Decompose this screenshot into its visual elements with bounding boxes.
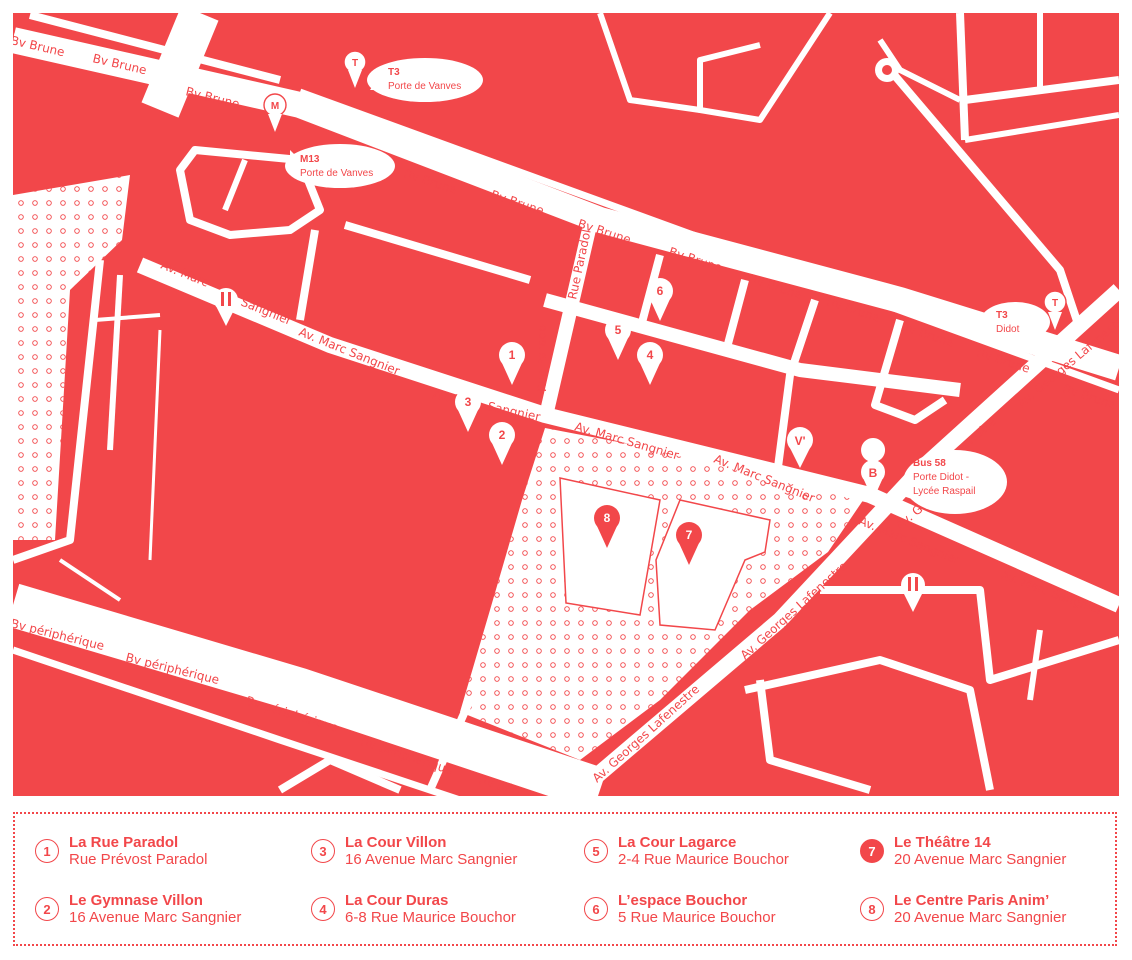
legend-number: 1 (35, 839, 59, 863)
svg-text:M: M (271, 101, 279, 112)
legend-number: 7 (860, 839, 884, 863)
svg-text:T3: T3 (388, 67, 400, 78)
legend-address: Rue Prévost Paradol (69, 851, 208, 868)
svg-text:T: T (1052, 298, 1058, 309)
location-pin-4[interactable]: 4 (637, 342, 663, 385)
svg-text:Porte de Vanves: Porte de Vanves (300, 168, 373, 179)
legend-number: 6 (584, 897, 608, 921)
legend-number: 5 (584, 839, 608, 863)
location-pin-number: 8 (604, 511, 611, 525)
svg-text:Didot: Didot (996, 324, 1020, 335)
roads (13, 13, 1119, 796)
location-pin-3[interactable]: 3 (455, 389, 481, 432)
location-pin-number: 2 (499, 428, 506, 442)
legend-address: 5 Rue Maurice Bouchor (618, 909, 776, 926)
location-pin-number: 4 (647, 348, 654, 362)
svg-text:Porte Didot -: Porte Didot - (913, 472, 969, 483)
legend-item[interactable]: 8 Le Centre Paris Anim’20 Avenue Marc Sa… (860, 892, 1066, 926)
svg-text:T3: T3 (996, 310, 1008, 321)
location-pin-6[interactable]: 6 (647, 278, 673, 321)
legend-name: La Cour Duras (345, 892, 449, 909)
transit-t3-porte-de-vanves[interactable]: T T3 Porte de Vanves (343, 32, 483, 102)
legend-address: 16 Avenue Marc Sangnier (345, 851, 518, 868)
svg-text:Lycée Raspail: Lycée Raspail (913, 486, 975, 497)
legend-number: 2 (35, 897, 59, 921)
svg-text:M13: M13 (300, 154, 320, 165)
transit-bus-58[interactable]: B Bus 58 Porte Didot - Lycée Raspail (861, 438, 1007, 514)
transit-m13-porte-de-vanves[interactable]: M M13 Porte de Vanves (263, 93, 395, 188)
location-pin-number: 1 (509, 348, 516, 362)
location-pin-7[interactable]: 7 (676, 522, 702, 565)
legend-name: La Cour Lagarce (618, 834, 737, 851)
street-label-rue-paradol: Rue Paradol (535, 321, 549, 392)
location-pin-number: 7 (686, 528, 693, 542)
legend-name: Le Gymnase Villon (69, 892, 203, 909)
restroom-icon (214, 288, 238, 326)
restroom-icon (901, 573, 925, 612)
location-pin-2[interactable]: 2 (489, 422, 515, 465)
location-pin-8[interactable]: 8 (594, 505, 620, 548)
legend-address: 20 Avenue Marc Sangnier (894, 851, 1067, 868)
location-pin-number: 6 (657, 284, 664, 298)
location-pin-5[interactable]: 5 (605, 317, 631, 360)
legend-number: 8 (860, 897, 884, 921)
legend-name: Le Centre Paris Anim’ (894, 892, 1050, 909)
location-pin-1[interactable]: 1 (499, 342, 525, 385)
location-pin-number: 5 (615, 323, 622, 337)
legend-address: 16 Avenue Marc Sangnier (69, 909, 242, 926)
legend-address: 20 Avenue Marc Sangnier (894, 909, 1067, 926)
legend-address: 2-4 Rue Maurice Bouchor (618, 851, 789, 868)
legend-name: Le Théâtre 14 (894, 834, 991, 851)
transit-t3-didot[interactable]: T T3 Didot (980, 290, 1067, 342)
svg-text:V': V' (795, 434, 806, 448)
map[interactable]: Bv Brune Bv Brune Bv Brune Bv Brune Bv B… (13, 13, 1119, 796)
velib-icon: V' (787, 427, 813, 468)
legend-name: La Cour Villon (345, 834, 447, 851)
location-pin-number: 3 (465, 395, 472, 409)
svg-text:Bus 58: Bus 58 (913, 458, 946, 469)
bus-icon: B (869, 466, 878, 480)
svg-text:Porte de Vanves: Porte de Vanves (388, 81, 461, 92)
legend-number: 3 (311, 839, 335, 863)
location-pins: 1 2 3 4 5 6 7 8 (455, 278, 702, 565)
legend-number: 4 (311, 897, 335, 921)
legend-name: L’espace Bouchor (618, 892, 748, 909)
legend-address: 6-8 Rue Maurice Bouchor (345, 909, 516, 926)
legend-name: La Rue Paradol (69, 834, 179, 851)
svg-text:T: T (352, 58, 358, 69)
